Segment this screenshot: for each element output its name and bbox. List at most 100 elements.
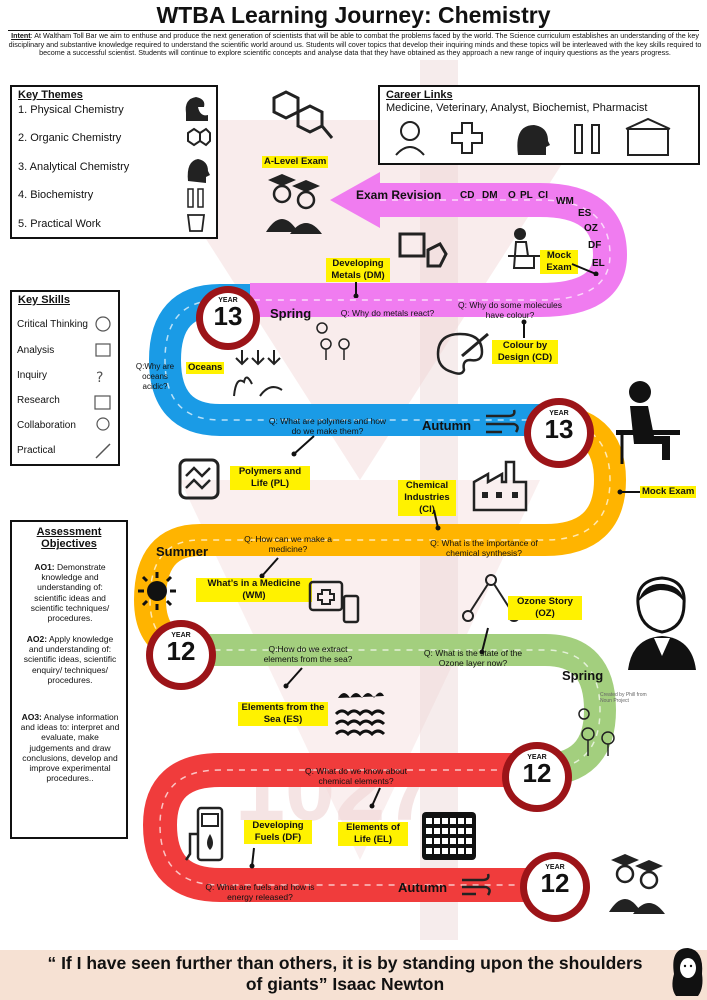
quote-line-2: of giants” Isaac Newton (245, 974, 445, 994)
brain-icon (95, 316, 111, 332)
exam-revision-label: Exam Revision (356, 188, 442, 202)
revision-code: O (508, 190, 516, 201)
fuels-label: Developing Fuels (DF) (244, 820, 312, 844)
year-badge: YEAR 12 (146, 620, 216, 690)
muscle-icon (185, 97, 208, 121)
revision-code: ES (578, 208, 592, 219)
skill-item: Inquiry (17, 370, 48, 381)
medicine-kit-icon (308, 580, 360, 624)
season-spring-13: Spring (270, 306, 312, 321)
ao1-label: AO1: (34, 562, 55, 572)
mock-exam-label-1: Mock Exam (540, 250, 578, 274)
question-fuels: Q: What are fuels and how is energy rele… (205, 882, 315, 902)
connector (249, 847, 255, 869)
medicine-label: What’s in a Medicine (WM) (196, 578, 312, 602)
oceans-label: Oceans (186, 362, 225, 374)
research-icon (94, 395, 111, 410)
year-badge: YEAR 13 (196, 286, 260, 350)
year-badge-number: 12 (522, 758, 552, 788)
theme-item: 1. Physical Chemistry (18, 104, 124, 116)
revision-code: EL (592, 258, 605, 269)
quote-line-1: “ If I have seen further than others, it… (47, 953, 643, 973)
year-badge: YEAR 13 (524, 398, 594, 468)
fuel-pump-icon (184, 806, 224, 862)
flowers-icon (316, 322, 350, 360)
connector (571, 263, 599, 276)
exam-revision-arrowhead (330, 172, 380, 228)
factory-icon (472, 460, 528, 512)
assessment-objectives-box: Assessment Objectives AO1: Demonstrate k… (10, 520, 128, 839)
year-badge-label: YEAR (549, 410, 569, 417)
question-medicine: Q: How can we make a medicine? (244, 534, 332, 554)
career-links-box: Career Links Medicine, Veterinary, Analy… (378, 85, 700, 165)
year-badge-number: 13 (544, 414, 574, 444)
revision-code: CI (538, 190, 548, 201)
student-desk-icon (508, 228, 542, 269)
key-themes-heading: Key Themes (18, 89, 83, 101)
theme-item: 5. Practical Work (18, 218, 101, 230)
pharmacy-icon (625, 117, 671, 156)
revision-code: DF (588, 240, 602, 251)
paint-palette-icon (436, 332, 489, 375)
connector (521, 319, 527, 338)
periodic-table-icon (422, 812, 476, 860)
sun-icon (138, 572, 176, 610)
career-links-list: Medicine, Veterinary, Analyst, Biochemis… (386, 102, 648, 114)
student-studying-icon (616, 381, 680, 464)
ao1-body: Demonstrate knowledge and understanding … (30, 562, 110, 624)
year-badge-number: 12 (166, 636, 196, 666)
assessment-heading: Assessment Objectives (36, 526, 102, 550)
metal-nut-icon (398, 232, 448, 268)
intent-text: : At Waltham Toll Bar we aim to enthuse … (8, 31, 702, 58)
doctor-icon (395, 121, 425, 156)
ocean-acid-icon (233, 350, 283, 397)
scientist-portrait-icon (628, 576, 696, 670)
chemical-industries-label: Chemical Industries (CI) (398, 480, 456, 516)
skill-item: Practical (17, 445, 56, 456)
theme-item: 2. Organic Chemistry (18, 132, 122, 144)
year-badge-label: YEAR (171, 632, 191, 639)
connector (353, 282, 359, 298)
developing-metals-label: Developing Metals (DM) (326, 258, 390, 282)
year-badge: YEAR 12 (520, 852, 590, 922)
connector (291, 435, 315, 457)
key-themes-box: Key Themes 1. Physical Chemistry 2. Orga… (10, 85, 218, 239)
icon-credit: Created by Phill from Noun Project (600, 692, 647, 704)
connector (259, 557, 279, 579)
ao2-body: Apply knowledge and understanding of: sc… (23, 634, 117, 685)
wind-icon (486, 409, 519, 434)
vet-cross-icon (451, 122, 483, 154)
revision-code: PL (520, 190, 533, 201)
a-level-exam-label: A-Level Exam (262, 156, 329, 168)
theme-item: 3. Analytical Chemistry (18, 161, 130, 173)
ao1-text: AO1: Demonstrate knowledge and understan… (20, 562, 120, 623)
test-tubes-icon (187, 188, 204, 208)
season-autumn-13: Autumn (422, 418, 472, 433)
connector (369, 787, 381, 809)
flasks-icon (574, 124, 600, 154)
revision-code: CD (460, 190, 475, 201)
theme-item: 4. Biochemistry (18, 189, 94, 201)
year-badge-number: 13 (213, 301, 243, 331)
key-skills-box: Key Skills Critical Thinking Analysis In… (10, 290, 120, 466)
connector (617, 489, 640, 495)
svg-text:?: ? (96, 370, 103, 386)
intent-label: Intent (11, 31, 31, 40)
connector (433, 509, 441, 531)
revision-code: DM (482, 190, 498, 201)
year-badge-number: 12 (540, 868, 570, 898)
connector (283, 667, 303, 689)
season-spring-12: Spring (562, 668, 604, 683)
ao2-text: AO2: Apply knowledge and understanding o… (20, 634, 120, 685)
sea-waves-icon (334, 692, 386, 736)
ozone-label: Ozone Story (OZ) (508, 596, 582, 620)
year-badge-label: YEAR (527, 754, 547, 761)
year-badge-label: YEAR (545, 864, 565, 871)
beaker-icon (186, 214, 206, 232)
elements-of-life-label: Elements of Life (EL) (338, 822, 408, 846)
ao3-body: Analyse information and ideas to: interp… (20, 712, 120, 784)
year-badge-label: YEAR (218, 297, 238, 304)
graduates-icon (266, 174, 322, 234)
newton-quote: “ If I have seen further than others, it… (0, 953, 690, 995)
revision-code: WM (556, 196, 574, 207)
